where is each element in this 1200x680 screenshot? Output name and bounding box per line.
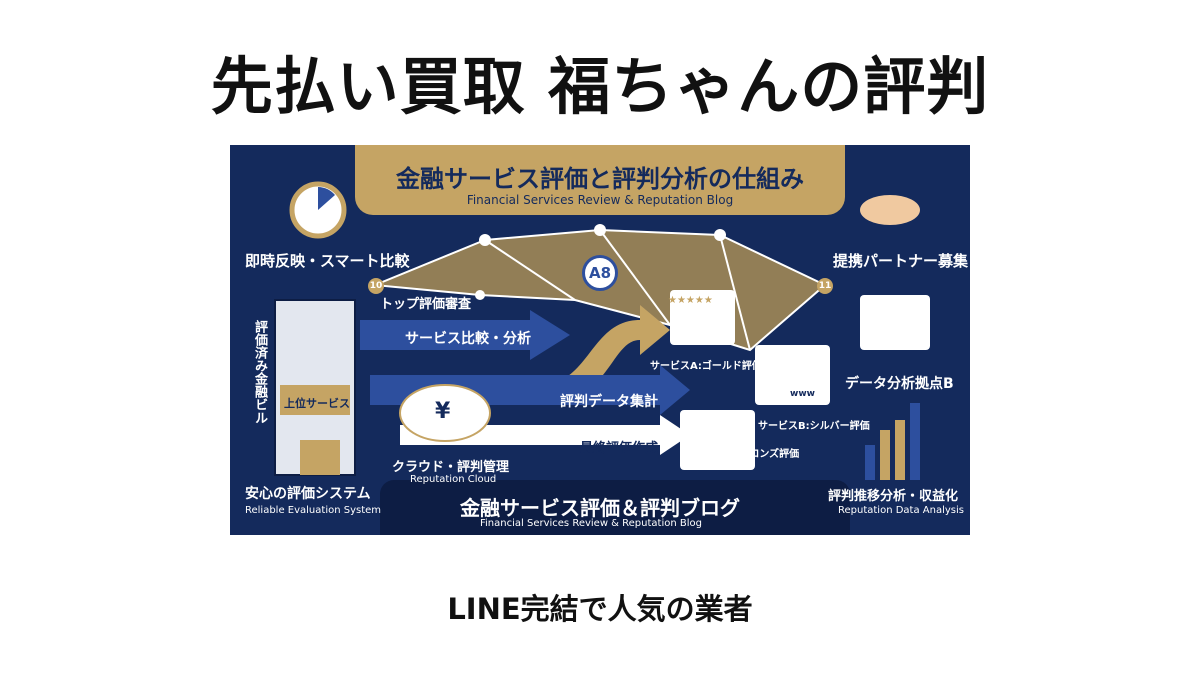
page-subtitle: LINE完結で人気の業者 [447,592,753,626]
label-blog-en: Financial Services Review & Reputation B… [480,518,702,529]
hero-illustration: 金融サービス評価と評判分析の仕組み Financial Services Rev… [230,145,970,535]
badge-11: 11 [817,278,833,294]
label-partner: 提携パートナー募集 [833,252,969,270]
label-system-en: Reliable Evaluation System [245,505,382,516]
stars-a: ★★★★★ [668,295,713,306]
badge-10: 10 [368,278,384,294]
label-trend-en: Reputation Data Analysis [838,505,964,516]
label-data-b: データ分析拠点B [845,376,954,392]
label-service-b: サービスB:シルバー評価 [758,421,870,432]
header-en: Financial Services Review & Reputation B… [466,193,734,207]
page-title: 先払い買取 福ちゃんの評判 [210,50,990,123]
label-top-review: トップ評価審査 [380,297,472,312]
label-trend: 評判推移分析・収益化 [828,489,959,504]
label-compare: サービス比較・分析 [405,331,531,347]
label-system: 安心の評価システム [245,486,371,502]
label-cloud: クラウド・評判管理 [392,460,510,475]
label-cloud-en: Reputation Cloud [410,474,497,485]
label-service-c: サービスC:ブロンズ評価 [688,449,800,460]
label-building: 評価済み金融ビル [252,320,267,424]
header-jp: 金融サービス評価と評判分析の仕組み [396,165,804,193]
www-icon: www [790,389,815,399]
label-final: 最終評価作成 [580,441,659,456]
badge-a8: A8 [582,255,618,291]
network-graphic [274,181,930,480]
illustration-header: 金融サービス評価と評判分析の仕組み Financial Services Rev… [355,145,845,215]
label-instant: 即時反映・スマート比較 [245,252,410,270]
label-top-service: 上位サービス [284,397,350,410]
label-aggregate: 評判データ集計 [560,394,658,410]
bottom-band [380,480,850,535]
label-blog: 金融サービス評価＆評判ブログ [460,496,740,520]
yen-icon: ¥ [435,399,451,424]
label-service-a: サービスA:ゴールド評価 [650,361,762,372]
